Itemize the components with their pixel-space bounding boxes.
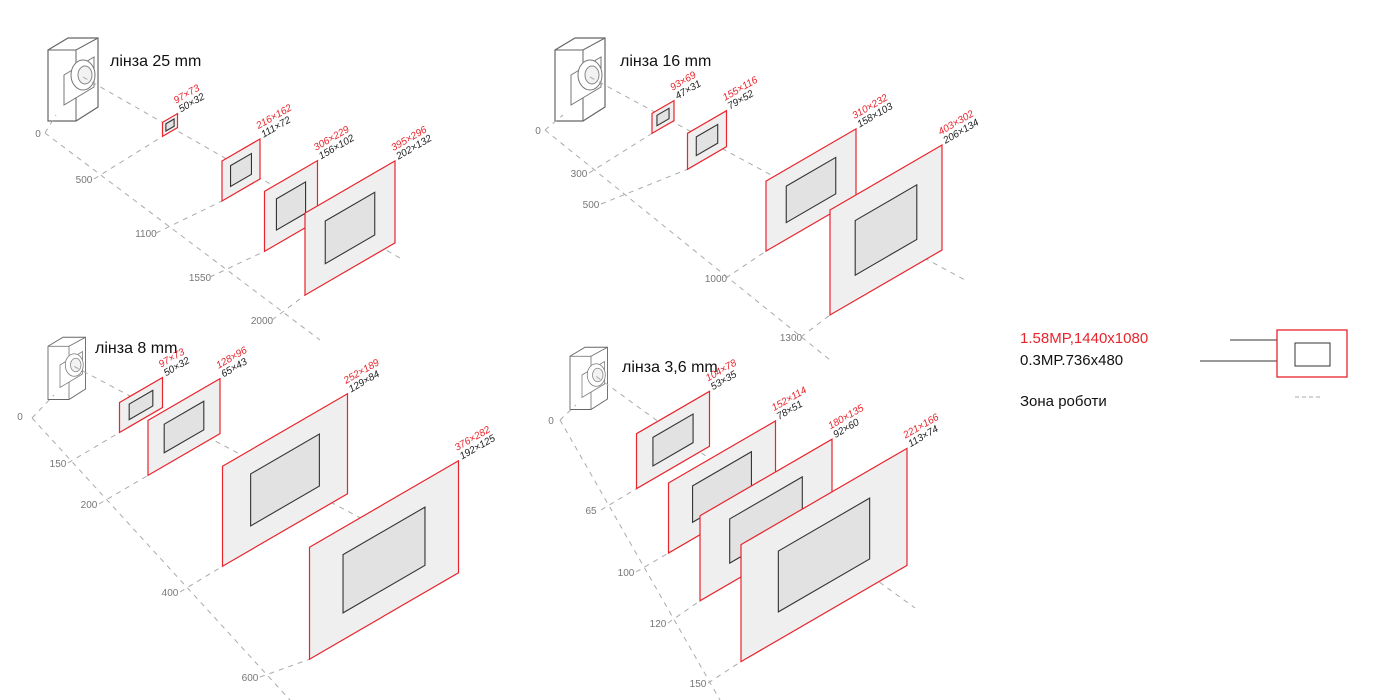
distance-leader [667, 600, 701, 624]
axis-connector [44, 114, 57, 134]
lens-title: лінза 25 mm [110, 53, 201, 70]
distance-leader [588, 132, 653, 174]
distance-leader [93, 135, 163, 180]
inner-fov-0.3mp [785, 156, 837, 224]
distance-leader [635, 552, 669, 573]
distance-tick-label: 100 [618, 568, 635, 579]
inner-fov-0.3mp [695, 123, 719, 157]
inner-fov-0.3mp [128, 389, 154, 421]
distance-leader [707, 661, 742, 684]
axis-connector [544, 114, 564, 131]
distance-tick-label: 200 [81, 500, 98, 511]
inner-fov-0.3mp [324, 191, 376, 265]
camera-icon [569, 346, 608, 410]
distance-tick-label: 0 [548, 416, 554, 427]
distance-leader [67, 432, 120, 464]
distance-tick-label: 0 [35, 129, 41, 140]
distance-tick-label: 0 [17, 412, 23, 423]
distance-tick-label: 150 [50, 459, 67, 470]
distance-tick-label: 1100 [135, 229, 157, 240]
inner-fov-0.3mp [163, 400, 205, 454]
distance-tick-label: 120 [650, 619, 667, 630]
distance-leader [209, 250, 265, 278]
inner-fov-0.3mp [777, 497, 871, 613]
distance-leader [600, 488, 637, 511]
camera-icon [554, 37, 606, 122]
distance-axis [544, 129, 831, 361]
distance-leader [179, 565, 223, 593]
distance-leader [155, 200, 223, 234]
distance-leader [600, 168, 688, 205]
inner-fov-0.3mp [656, 107, 670, 127]
legend-inner-label: 0.3MP.736x480 [1020, 352, 1123, 369]
camera-icon [47, 37, 99, 122]
distance-tick-label: 400 [162, 588, 179, 599]
inner-fov-0.3mp [165, 118, 175, 132]
inner-fov-0.3mp [652, 413, 694, 467]
legend-zone-label: Зона роботи [1020, 393, 1107, 410]
inner-fov-0.3mp [342, 506, 426, 614]
legend-outer-label: 1.58MP,1440x1080 [1020, 330, 1148, 347]
lens-title: лінза 16 mm [620, 53, 711, 70]
distance-tick-label: 2000 [251, 316, 274, 327]
distance-axis [44, 132, 321, 341]
legend-inner-rect [1294, 342, 1331, 367]
inner-fov-0.3mp [230, 152, 252, 188]
distance-tick-label: 65 [585, 506, 597, 517]
distance-tick-label: 1000 [705, 274, 728, 285]
distance-tick-label: 0 [535, 126, 541, 137]
inner-fov-0.3mp [250, 433, 320, 527]
axis-connector [559, 404, 577, 421]
distance-leader [800, 314, 831, 338]
distance-tick-label: 1550 [189, 273, 212, 284]
distance-tick-label: 600 [242, 673, 259, 684]
distance-leader [725, 250, 767, 279]
distance-axis [31, 417, 291, 700]
distance-tick-label: 500 [76, 175, 93, 186]
camera-icon [47, 336, 86, 400]
distance-axis [559, 419, 721, 700]
distance-tick-label: 150 [690, 679, 707, 690]
distance-leader [98, 474, 149, 505]
distance-tick-label: 500 [583, 200, 600, 211]
distance-leader [259, 658, 310, 678]
lens-panel: лінза 3,6 mm065100120150104×7853×35152×1… [548, 346, 941, 700]
lens-title: лінза 8 mm [95, 340, 177, 357]
distance-leader [271, 294, 306, 321]
legend: 1.58MP,1440x1080 0.3MP.736x480 Зона робо… [1020, 329, 1348, 410]
inner-fov-0.3mp [854, 183, 918, 277]
distance-tick-label: 300 [571, 169, 588, 180]
distance-tick-label: 1300 [780, 333, 803, 344]
lens-title: лінза 3,6 mm [622, 359, 718, 376]
